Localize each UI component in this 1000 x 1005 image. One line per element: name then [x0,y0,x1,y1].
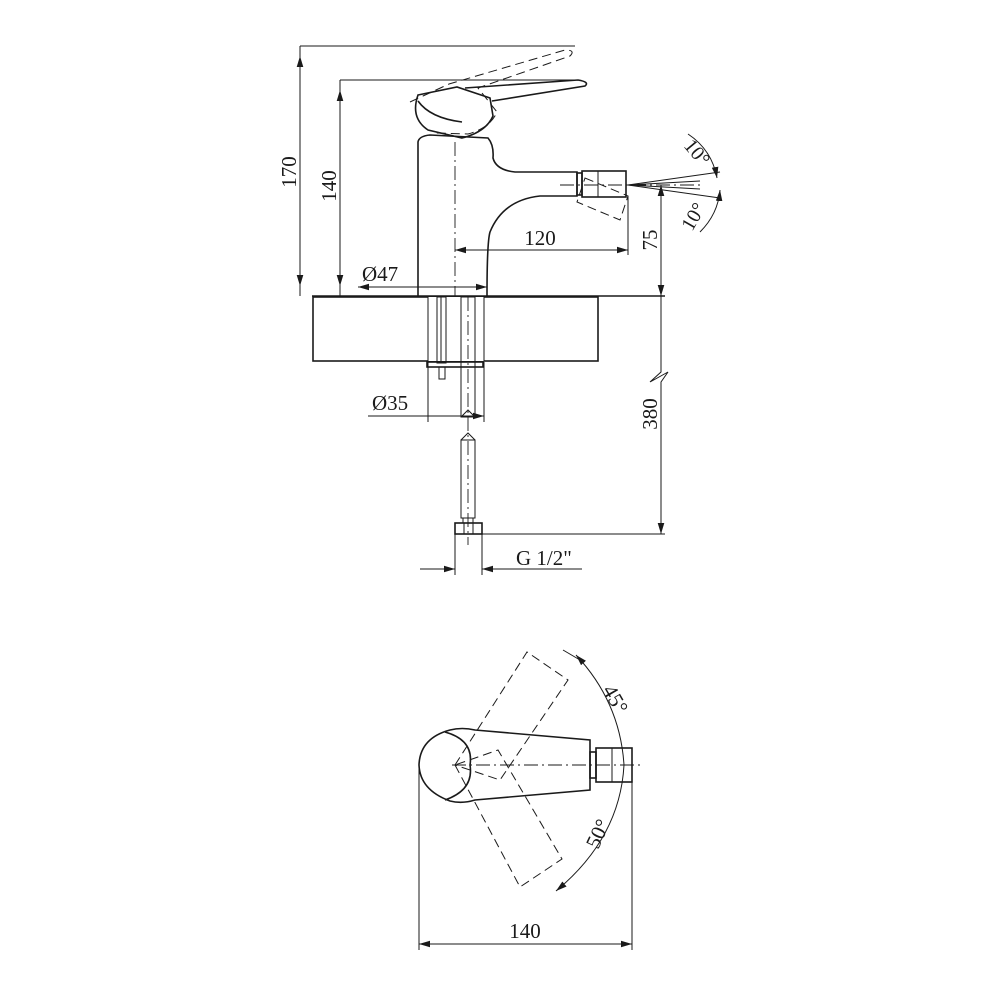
dim-rotate-back-label: 45° [598,681,633,718]
dim-body-height: 140 [317,79,575,296]
dim-top-width: 140 [418,765,633,950]
top-view: 45° 50° 140 [418,649,640,950]
dim-connection-thread: G 1/2" [420,534,582,575]
dim-body-diameter-label: Ø47 [362,262,398,286]
faucet-body [417,134,627,297]
dim-tilt-down-label: 10° [677,199,710,234]
countertop-section [312,295,665,362]
dim-rotation-arcs: 45° 50° [555,649,633,892]
dim-tilt-up-label: 10° [679,135,714,171]
nozzle-tilted [576,177,629,221]
dim-spout-reach-label: 120 [524,226,556,250]
dim-body-diameter: Ø47 [358,262,487,291]
dim-rotate-front-label: 50° [581,815,615,852]
lever-handle-raised [409,49,573,135]
top-handle-rotated [454,651,569,888]
center-lines [454,142,721,545]
dim-total-height: 170 [277,45,575,296]
dim-spout-height-label: 75 [638,230,662,251]
dim-body-height-label: 140 [317,170,341,202]
dim-hole-diameter: Ø35 [368,362,485,422]
dim-total-height-label: 170 [277,156,301,188]
lever-handle [414,79,588,139]
side-view: 170 140 120 75 Ø47 Ø [277,45,723,575]
dim-spout-height: 75 [638,185,665,296]
dim-connection-thread-label: G 1/2" [516,546,572,570]
dim-hose-length-label: 380 [638,398,662,430]
dim-nozzle-tilt: 10° 10° [677,133,723,235]
mounting-stud [426,296,484,380]
dim-spout-reach: 120 [455,196,629,255]
dim-hole-diameter-label: Ø35 [372,391,408,415]
dim-hose-length: 380 [482,296,669,535]
dim-top-width-label: 140 [509,919,541,943]
